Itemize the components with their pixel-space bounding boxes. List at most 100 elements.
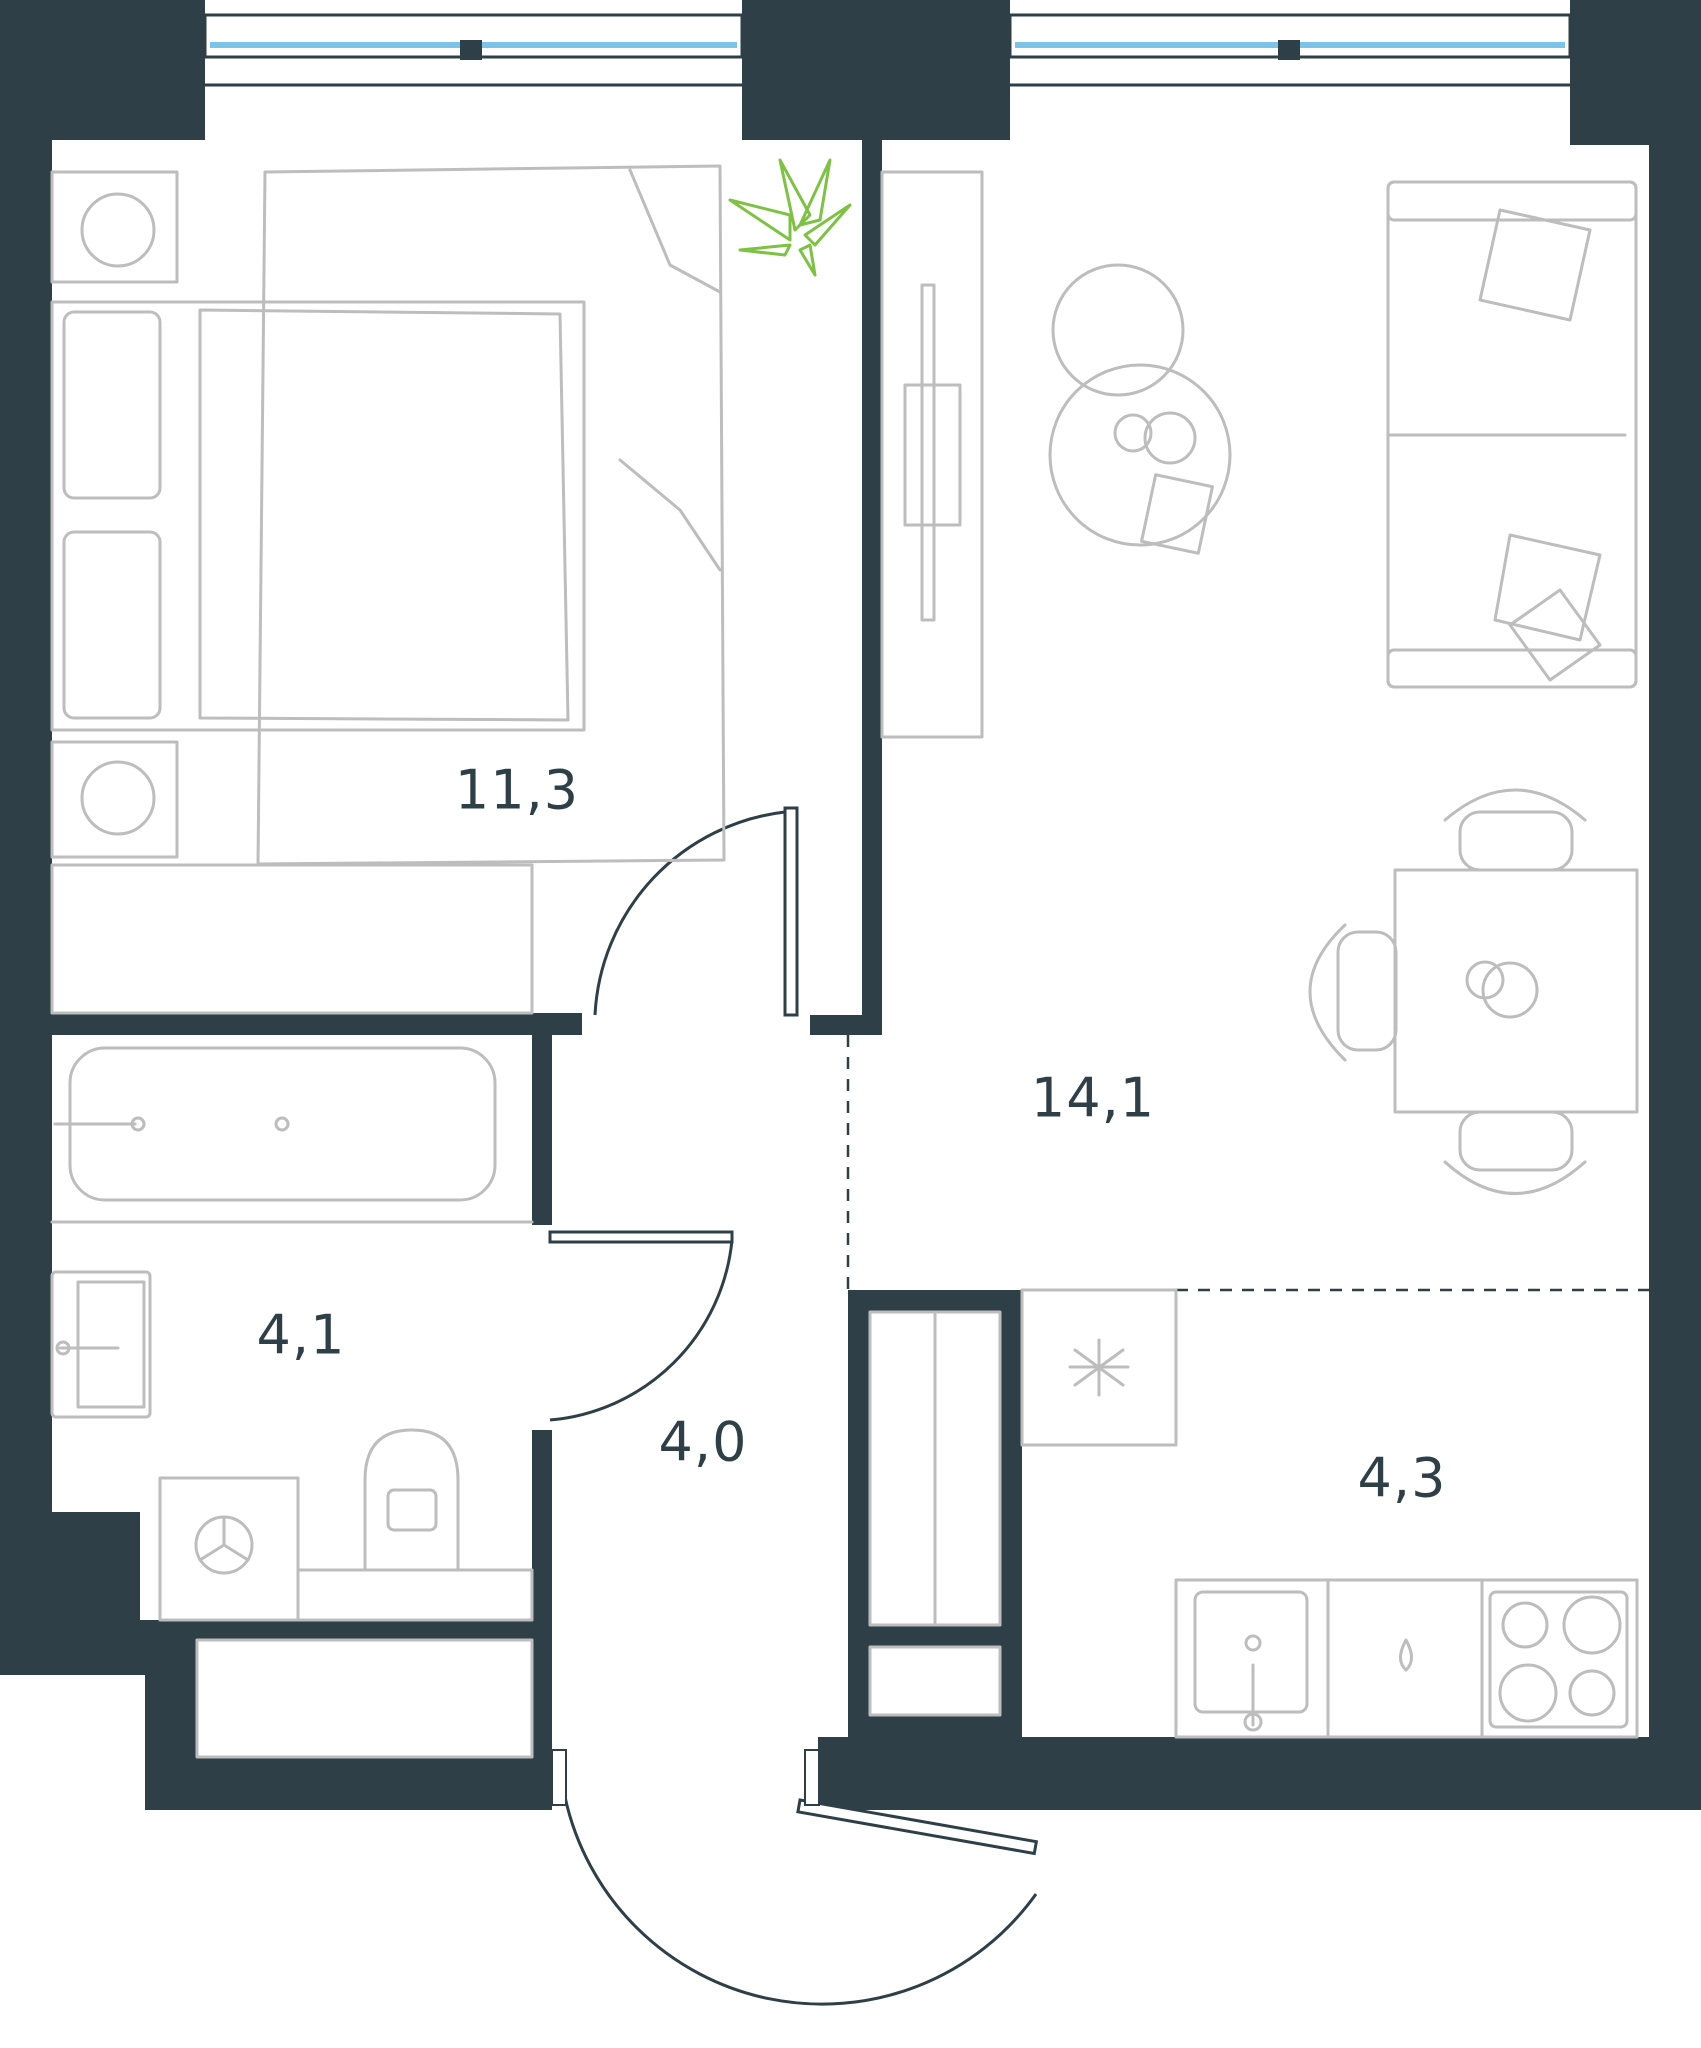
tv-cabinet: [880, 170, 984, 739]
wall-bottom-right: [818, 1737, 1701, 1810]
door-bedroom-leaf: [783, 806, 799, 1017]
door-bathroom-swing: [549, 1239, 734, 1422]
walls: [0, 0, 1701, 1810]
magazine-icon: [1140, 473, 1214, 555]
door-entry-jamb-right: [804, 1749, 820, 1806]
area-label-bedroom: 11,3: [454, 758, 580, 822]
chair-bottom: [1458, 1110, 1574, 1172]
kitchen-furniture: [868, 1288, 1639, 1739]
wall-bath-bottom: [140, 1620, 552, 1640]
toilet-icon: [363, 1428, 460, 1572]
wall-bath-right-top: [532, 1035, 552, 1225]
wall-bottom-left-block: [52, 1512, 140, 1620]
tv-panel: [920, 283, 936, 622]
lamp-top-icon: [80, 192, 156, 268]
blanket: [198, 308, 570, 722]
wall-closet-divider: [848, 1625, 1022, 1647]
sink-basin: [1193, 1590, 1309, 1714]
wall-closet-outline-top: [848, 1290, 1020, 1312]
doors: [548, 806, 1039, 2006]
dining-furniture: [1308, 788, 1639, 1195]
dining-cup-b: [1481, 961, 1539, 1019]
wall-entry-left-jamb: [818, 1737, 848, 1810]
door-bedroom-swing: [593, 810, 786, 1016]
area-label-living-room: 14,1: [1030, 1066, 1156, 1130]
wall-closet-outline-left: [848, 1290, 870, 1737]
closet-lower: [868, 1645, 1002, 1717]
cooktop: [1488, 1590, 1629, 1729]
wall-bath-right-bottom: [532, 1430, 552, 1630]
window-living-mullion: [1278, 40, 1300, 60]
area-label-hallway: 4,0: [658, 1410, 748, 1474]
washing-machine: [158, 1476, 300, 1622]
burner-4: [1568, 1669, 1616, 1717]
nightstand-bottom: [50, 740, 179, 859]
area-label-kitchen: 4,3: [1357, 1446, 1447, 1510]
counter: [1174, 1578, 1639, 1739]
washing-machine-drum-lines: [198, 1515, 250, 1562]
burner-1: [1501, 1601, 1549, 1649]
door-entry-leaf: [796, 1798, 1039, 1856]
door-entry-swing: [563, 1796, 1038, 2006]
bed-frame: [50, 300, 586, 732]
wall-top-pier: [742, 0, 1010, 140]
area-label-bathroom: 4,1: [256, 1303, 346, 1367]
living-furniture: [880, 170, 1638, 739]
burner-3: [1498, 1663, 1558, 1723]
wall-partition-stub: [810, 1015, 882, 1035]
wall-partition-vertical: [862, 140, 882, 1035]
wall-bedroom-bottom: [52, 1013, 582, 1035]
chair-bottom-back: [1443, 1160, 1587, 1195]
cups-icon-b: [1143, 411, 1197, 465]
bathtub-tap-knob: [130, 1116, 146, 1132]
wall-closet-bottom: [848, 1715, 1022, 1737]
bedroom-furniture: [50, 164, 726, 1015]
chair-left-back: [1308, 923, 1347, 1062]
cushion-small-icon: [1508, 588, 1602, 682]
rug-fold-2: [618, 458, 722, 572]
bath-sink: [50, 1270, 152, 1419]
chair-top-back: [1443, 788, 1587, 822]
windows: [190, 13, 1572, 87]
wall-storage-right: [532, 1640, 552, 1810]
bathtub-drain: [274, 1116, 290, 1132]
cushion-bottom-icon: [1493, 533, 1602, 642]
cushion-top-icon: [1478, 208, 1592, 322]
sofa-back: [1386, 180, 1638, 222]
burner-2: [1562, 1595, 1622, 1655]
storage-niche: [195, 1638, 534, 1759]
faucet-base: [1243, 1712, 1263, 1732]
sofa-front: [1386, 648, 1638, 689]
wall-closet-outline-right: [1000, 1290, 1022, 1737]
wardrobe: [50, 863, 534, 1015]
side-table-icon: [1051, 263, 1185, 397]
bath-shelf: [296, 1568, 534, 1622]
cups-icon-a: [1113, 413, 1153, 453]
bathroom-furniture: [50, 1046, 534, 1622]
door-bathroom-leaf: [548, 1230, 734, 1244]
nightstand-top: [50, 170, 179, 284]
chair-top: [1458, 810, 1574, 872]
snowflake-icon: [1068, 1338, 1130, 1397]
bath-faucet-knob: [55, 1340, 71, 1356]
rug: [256, 164, 726, 866]
wall-left: [0, 0, 52, 1675]
pillow-bottom: [62, 530, 162, 720]
door-entry-jamb-left: [551, 1749, 567, 1806]
wall-bedroom-bottom-end: [560, 1013, 582, 1035]
window-bedroom-mullion: [460, 40, 482, 60]
wall-bottom-left-base: [145, 1757, 552, 1810]
wall-right: [1649, 0, 1701, 1810]
dishwasher-drop-icon: [1399, 1638, 1413, 1672]
dining-table: [1393, 868, 1639, 1114]
lamp-bottom-icon: [80, 760, 156, 836]
pillow-top: [62, 310, 162, 500]
wall-top-left-stub: [0, 60, 190, 140]
plant-icon: [728, 158, 852, 277]
sink-drain: [1244, 1634, 1262, 1652]
bath-sink-basin: [76, 1280, 146, 1409]
wall-bottom-left-lower: [0, 1620, 145, 1675]
chair-left: [1336, 930, 1398, 1052]
fridge: [1020, 1288, 1178, 1447]
